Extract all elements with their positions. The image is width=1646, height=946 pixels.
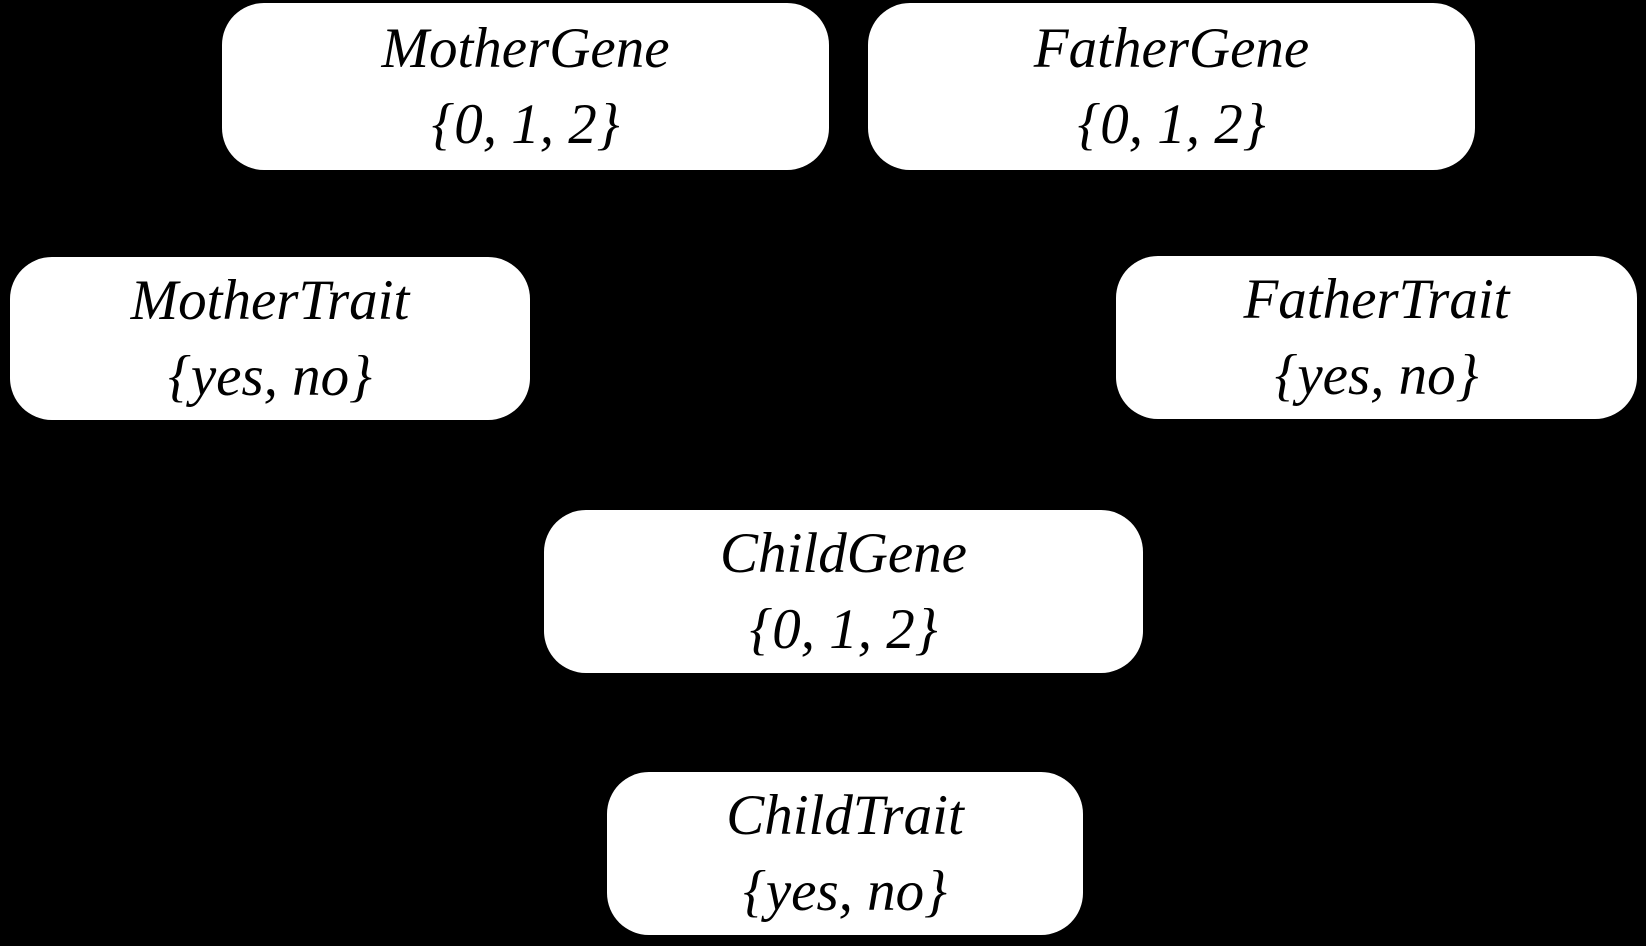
node-father-trait: FatherTrait {yes, no} (1116, 256, 1637, 419)
node-title: MotherTrait (130, 269, 410, 333)
node-domain-values: {yes, no} (743, 859, 947, 923)
node-domain-values: {yes, no} (1274, 343, 1479, 407)
node-domain-values: {0, 1, 2} (1077, 92, 1266, 156)
node-father-gene: FatherGene {0, 1, 2} (868, 3, 1475, 170)
node-domain-values: {0, 1, 2} (749, 597, 938, 661)
node-domain-values: {0, 1, 2} (431, 92, 620, 156)
node-child-trait: ChildTrait {yes, no} (607, 772, 1083, 935)
node-mother-gene: MotherGene {0, 1, 2} (222, 3, 829, 170)
node-title: ChildTrait (726, 784, 964, 848)
node-title: MotherGene (381, 17, 670, 81)
node-domain-values: {yes, no} (168, 344, 372, 408)
node-mother-trait: MotherTrait {yes, no} (10, 257, 530, 420)
node-title: FatherGene (1033, 17, 1310, 81)
node-title: FatherTrait (1243, 268, 1510, 332)
node-title: ChildGene (720, 522, 967, 586)
node-child-gene: ChildGene {0, 1, 2} (544, 510, 1143, 673)
